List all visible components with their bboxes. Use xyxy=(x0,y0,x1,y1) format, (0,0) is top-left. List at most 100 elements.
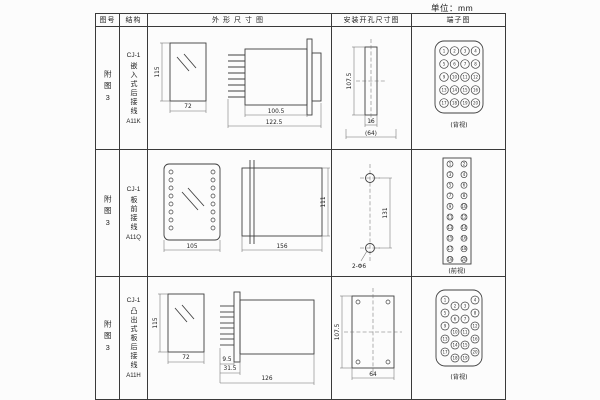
dim-depth-body: 100.5 xyxy=(268,109,285,115)
svg-text:7: 7 xyxy=(449,193,452,198)
svg-text:2: 2 xyxy=(453,48,456,53)
dim-pin-length: 9.5 xyxy=(222,357,232,363)
row1-mounting-cell: 107.5 16 (64) xyxy=(332,27,412,150)
row3-mounting-cell: 107.5 64 xyxy=(332,277,412,399)
dim-width: 72 xyxy=(182,355,190,361)
dim-depth-total: 126 xyxy=(261,376,272,382)
model-code-text: A11K xyxy=(126,118,141,125)
svg-text:20: 20 xyxy=(461,257,467,262)
dimension-table: 图号 结构 外形尺寸图 安装开孔尺寸图 端子图 附图3 CJ-1 嵌入式后接线 … xyxy=(95,13,506,400)
svg-text:19: 19 xyxy=(462,355,468,360)
svg-text:9: 9 xyxy=(449,204,452,209)
svg-text:3: 3 xyxy=(449,172,452,177)
row1-structure: CJ-1 嵌入式后接线 A11K xyxy=(120,27,148,150)
hole-callout: 2-Φ6 xyxy=(352,264,366,270)
svg-text:18: 18 xyxy=(461,246,467,251)
svg-text:2: 2 xyxy=(463,161,466,166)
svg-text:7: 7 xyxy=(464,61,467,66)
svg-text:9: 9 xyxy=(443,74,446,79)
svg-text:14: 14 xyxy=(461,225,467,230)
svg-text:18: 18 xyxy=(452,355,458,360)
svg-text:15: 15 xyxy=(447,236,453,241)
svg-text:6: 6 xyxy=(463,183,466,188)
dim-cutout-width: 16 xyxy=(367,119,375,125)
svg-text:12: 12 xyxy=(473,74,479,79)
svg-text:13: 13 xyxy=(447,225,453,230)
svg-text:12: 12 xyxy=(472,323,478,328)
front-view-body xyxy=(163,163,221,241)
unit-label: 单位：mm xyxy=(431,3,474,13)
row1-fig-no: 附图3 xyxy=(96,27,120,150)
svg-text:8: 8 xyxy=(474,310,477,315)
svg-text:10: 10 xyxy=(452,329,458,334)
fig-no-text: 附图3 xyxy=(103,320,113,356)
row1-outline-cell: 115 72 100.5 xyxy=(148,27,332,150)
svg-text:19: 19 xyxy=(462,100,468,105)
dim-width: 105 xyxy=(186,244,197,250)
svg-text:10: 10 xyxy=(452,74,458,79)
side-view-body xyxy=(241,167,323,237)
svg-text:10: 10 xyxy=(461,204,467,209)
svg-text:13: 13 xyxy=(442,336,448,341)
view-label: (背视) xyxy=(450,373,467,381)
row2-structure: CJ-1 板前接线 A11Q xyxy=(120,150,148,277)
svg-text:18: 18 xyxy=(452,100,458,105)
front-view-body xyxy=(167,293,205,352)
svg-text:3: 3 xyxy=(464,48,467,53)
dim-height: 115 xyxy=(153,317,159,328)
outline-drawing-a11h: 115 72 9.5 xyxy=(153,291,315,385)
row3-outline-cell: 115 72 9.5 xyxy=(148,277,332,399)
dim-depth: 156 xyxy=(276,244,287,250)
row2-mounting-cell: 2-Φ6 131 xyxy=(332,150,412,277)
model-text: CJ-1 xyxy=(126,185,141,193)
row2-outline-cell: 105 156 111 xyxy=(148,150,332,277)
svg-text:16: 16 xyxy=(472,336,478,341)
svg-text:3: 3 xyxy=(464,303,467,308)
svg-text:11: 11 xyxy=(447,214,453,219)
dim-cutout-width: 64 xyxy=(369,372,377,378)
svg-text:20: 20 xyxy=(472,349,478,354)
header-structure: 结构 xyxy=(120,14,148,27)
header-mounting: 安装开孔尺寸图 xyxy=(332,14,412,27)
svg-text:13: 13 xyxy=(441,87,447,92)
dim-cutout-height: 107.5 xyxy=(347,72,353,89)
svg-text:5: 5 xyxy=(444,310,447,315)
view-label: (前视) xyxy=(448,267,465,275)
front-terminals xyxy=(168,169,216,231)
svg-text:4: 4 xyxy=(474,48,477,53)
svg-text:16: 16 xyxy=(461,236,467,241)
svg-text:4: 4 xyxy=(474,297,477,302)
fig-no-text: 附图3 xyxy=(103,195,113,231)
svg-text:17: 17 xyxy=(441,100,447,105)
side-view xyxy=(220,291,315,362)
front-view-body xyxy=(169,42,207,102)
structure-type-text: 嵌入式后接线 xyxy=(130,61,137,116)
model-code-text: A11Q xyxy=(126,234,141,241)
structure-type-text: 板前接线 xyxy=(130,195,137,232)
svg-text:4: 4 xyxy=(463,172,466,177)
svg-text:14: 14 xyxy=(452,342,458,347)
mounting-drawing-a11k: 107.5 16 (64) xyxy=(345,39,397,139)
svg-text:16: 16 xyxy=(473,87,479,92)
model-code-text: A11H xyxy=(126,373,141,379)
svg-text:14: 14 xyxy=(452,87,458,92)
svg-text:8: 8 xyxy=(463,193,466,198)
svg-text:17: 17 xyxy=(442,349,448,354)
dim-front-length: 31.5 xyxy=(224,366,237,372)
dim-height: 115 xyxy=(155,66,161,77)
svg-text:1: 1 xyxy=(449,161,452,166)
dim-height: 111 xyxy=(321,196,327,207)
header-terminal: 端子图 xyxy=(412,14,505,27)
header-outline: 外形尺寸图 xyxy=(148,14,332,27)
mounting-drawing-a11h: 107.5 64 xyxy=(335,287,402,380)
svg-text:12: 12 xyxy=(461,214,467,219)
svg-text:6: 6 xyxy=(453,61,456,66)
row3-structure: CJ-1 凸出式板后接线 A11H xyxy=(120,277,148,399)
